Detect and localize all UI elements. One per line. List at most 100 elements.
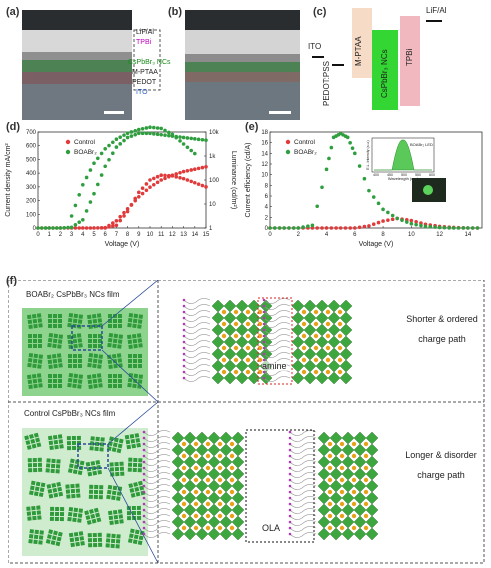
cs-atom xyxy=(339,501,345,507)
nc-cluster xyxy=(67,458,85,476)
nc-cell xyxy=(39,530,44,535)
nc-cell xyxy=(45,468,50,473)
nc-cell xyxy=(71,435,76,441)
nc-cell xyxy=(116,491,122,496)
ligand-end xyxy=(262,328,266,332)
chart-e-y-tick-label: 12 xyxy=(261,162,268,168)
nc-cell xyxy=(97,532,102,537)
nc-cell xyxy=(56,459,61,464)
nc-cell xyxy=(98,354,104,359)
octahedron xyxy=(291,323,305,337)
chart-d-current-point xyxy=(155,174,160,179)
chart-d-current-point xyxy=(196,137,201,142)
nc-cell xyxy=(128,483,134,489)
nc-cell xyxy=(137,515,142,520)
nc-cell xyxy=(46,458,51,463)
nc-cell xyxy=(68,506,74,512)
cs-atom xyxy=(229,465,235,471)
chart-e-legend-label: BOABr₂ xyxy=(294,149,317,156)
chart-d-y-tick-label: 0 xyxy=(33,226,37,232)
octahedron xyxy=(365,515,379,529)
nc-cell xyxy=(59,444,64,449)
ligand-end xyxy=(288,514,292,518)
chart-d-luminance-point xyxy=(148,125,152,129)
nc-cell xyxy=(48,319,52,323)
nc-cell xyxy=(37,359,43,364)
nc-cell xyxy=(133,457,138,463)
nc-cell xyxy=(26,314,32,320)
octahedron xyxy=(329,443,343,457)
nc-cell xyxy=(31,313,37,319)
cs-atom xyxy=(229,477,235,483)
nc-cell xyxy=(31,443,37,449)
nc-cell xyxy=(138,458,143,463)
chart-d-current-point xyxy=(107,157,111,162)
octahedron xyxy=(223,311,237,325)
nc-cell xyxy=(72,338,78,344)
octahedron xyxy=(303,299,317,313)
nc-cell xyxy=(48,379,52,383)
ligand-end xyxy=(262,304,266,308)
cs-atom xyxy=(229,525,235,531)
ligand-tail xyxy=(143,472,171,478)
cs-atom xyxy=(205,465,211,471)
nc-cell xyxy=(108,319,112,323)
nc-cell xyxy=(26,444,32,450)
nc-cell xyxy=(94,446,99,452)
octahedron xyxy=(183,431,197,445)
nc-cell xyxy=(47,337,53,343)
chart-e-point xyxy=(282,226,286,230)
chart-d-luminance-point xyxy=(152,125,156,130)
layer-label-tpbi: TPBi xyxy=(136,39,152,46)
nc-cluster xyxy=(26,313,43,330)
nc-cell xyxy=(92,470,98,476)
nc-cluster xyxy=(128,354,142,368)
chart-d-luminance-point xyxy=(103,226,107,230)
nc-cell xyxy=(129,433,135,439)
nc-cell xyxy=(97,537,103,542)
octahedron xyxy=(195,455,209,469)
ligand-tail xyxy=(143,460,171,466)
cs-atom xyxy=(193,501,199,507)
nc-cell xyxy=(53,530,58,536)
chart-e-point xyxy=(334,226,338,230)
chart-d-current-point xyxy=(84,209,89,213)
chart-e-point xyxy=(367,188,371,193)
octahedron xyxy=(183,527,197,541)
nc-cell xyxy=(137,468,142,473)
cs-atom xyxy=(181,525,187,531)
octahedron xyxy=(223,335,237,349)
nc-cell xyxy=(108,379,112,383)
octahedron xyxy=(317,515,331,529)
chart-d-current-point xyxy=(103,164,107,169)
nc-cell xyxy=(113,384,117,388)
nc-cluster xyxy=(26,505,42,521)
chart-d-current-point xyxy=(81,217,85,222)
nc-cell xyxy=(77,319,83,324)
cs-atom xyxy=(327,465,333,471)
nc-cell xyxy=(48,493,54,499)
chart-e-point xyxy=(376,201,381,206)
cs-atom xyxy=(351,453,357,459)
chart-d-luminance-point xyxy=(73,203,78,208)
nc-cell xyxy=(33,534,39,540)
octahedron xyxy=(195,467,209,481)
nc-cluster xyxy=(106,436,124,454)
nc-cell xyxy=(53,384,57,388)
ligand-end xyxy=(288,472,292,476)
nc-cluster xyxy=(108,314,122,328)
nc-cell xyxy=(130,528,135,534)
chart-d-y-tick-label: 700 xyxy=(26,130,37,136)
nc-cell xyxy=(129,488,135,493)
octahedron xyxy=(303,323,317,337)
chart-d-luminance-point xyxy=(152,182,156,187)
octahedron xyxy=(219,527,233,541)
nc-cell xyxy=(107,359,113,365)
chart-e-y-tick-label: 8 xyxy=(265,183,269,189)
nc-cell xyxy=(32,363,37,369)
ligand-tail xyxy=(289,520,317,526)
nc-cell xyxy=(133,313,139,319)
chart-d-current-point xyxy=(140,131,145,136)
ligand-end xyxy=(288,496,292,500)
chart-e-legend-label: Control xyxy=(294,139,316,146)
